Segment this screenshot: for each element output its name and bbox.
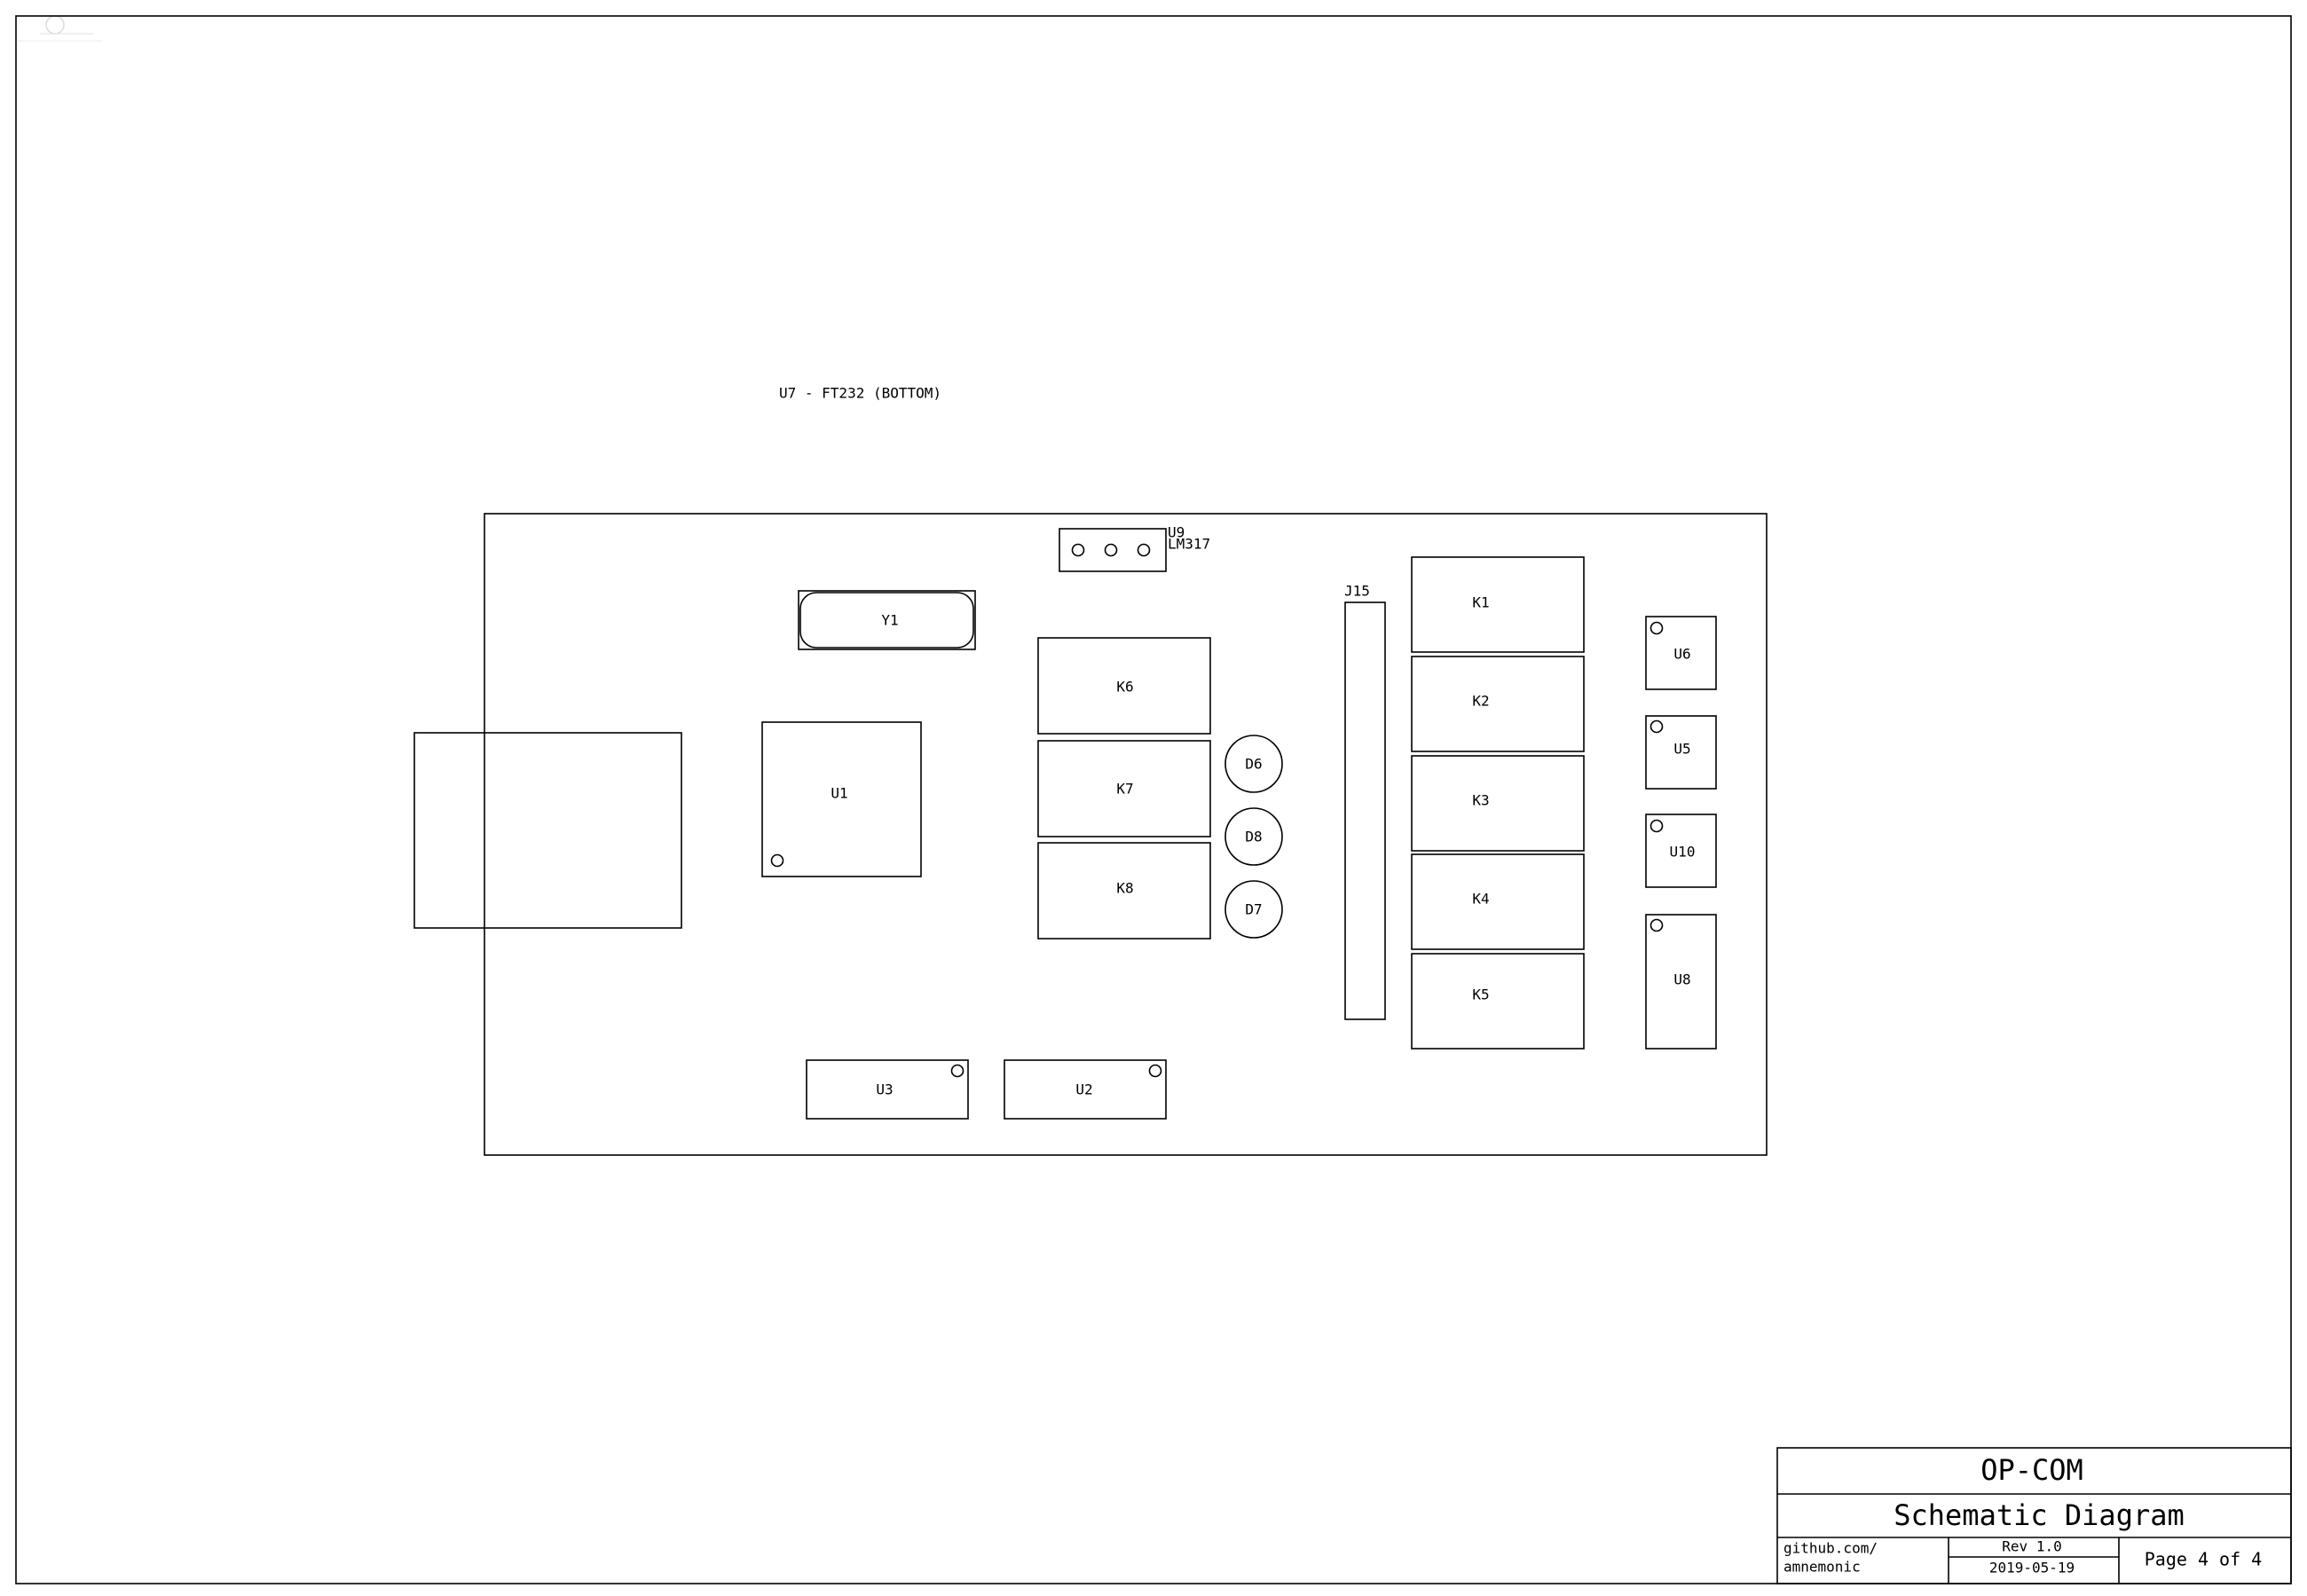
k7-label: K7 [1116,781,1133,798]
date: 2019-05-19 [1989,1560,2075,1576]
u8-label: U8 [1673,971,1690,988]
y1-label: Y1 [881,612,898,629]
u6-pin1-marker [1650,621,1664,635]
u3-chip: U3 [806,1059,969,1120]
k3-body [1411,755,1585,852]
k4-label: K4 [1472,891,1489,908]
d7-label: D7 [1245,901,1262,918]
u1-chip: U1 [761,721,922,877]
u10-body [1645,814,1717,888]
u8-body [1645,914,1717,1050]
k8-label: K8 [1116,880,1133,897]
j15-header: J15 [1344,583,1386,1020]
u5-pin1-marker [1650,719,1664,734]
author-line-1: github.com/ [1783,1540,1878,1557]
u1-pin1-marker [770,853,784,868]
u2-pin1-marker [1148,1064,1162,1078]
u9-pin-3 [1137,543,1151,557]
k5-body [1411,953,1585,1050]
k7-relay: K7 [1037,740,1211,837]
u5-chip: U5 [1645,715,1717,790]
d7-led: D7 [1224,880,1283,939]
title-block: OP-COM Schematic Diagram github.com/ amn… [1776,1447,2292,1584]
k3-relay: K3 [1411,755,1585,852]
watermark-logo [18,15,102,42]
drawing-title: Schematic Diagram [1894,1498,2185,1532]
d6-led: D6 [1224,735,1283,793]
u1-label: U1 [831,785,847,802]
u9-body [1059,528,1167,572]
usb-connector-outline [413,732,682,929]
d7-body [1224,880,1283,939]
u6-body [1645,616,1717,690]
u9-part-label: LM317 [1168,536,1210,553]
k4-relay: K4 [1411,853,1585,950]
u3-pin1-marker [950,1064,965,1078]
y1-body [799,592,974,649]
page-number: Page 4 of 4 [2145,1549,2262,1570]
u2-body [1004,1059,1167,1120]
u10-label: U10 [1670,844,1696,861]
d8-body [1224,807,1283,866]
u3-label: U3 [876,1081,893,1098]
k1-body [1411,556,1585,653]
u5-body [1645,715,1717,790]
j15-body [1344,601,1386,1020]
k3-label: K3 [1472,792,1489,809]
k2-label: K2 [1472,693,1489,710]
d8-led: D8 [1224,807,1283,866]
d8-label: D8 [1245,829,1262,845]
u8-pin1-marker [1650,918,1664,932]
u9-label: U9 [1168,524,1185,541]
pcb-outline [484,513,1768,1156]
u9-pin-1 [1071,543,1085,557]
k1-relay: K1 [1411,556,1585,653]
u9-regulator: U9 LM317 [1059,524,1210,572]
u10-pin1-marker [1650,819,1664,833]
title-block-frame [1776,1447,2292,1584]
u3-body [806,1059,969,1120]
u5-label: U5 [1673,741,1690,758]
k6-label: K6 [1116,679,1133,696]
k1-label: K1 [1472,594,1489,611]
k4-body [1411,853,1585,950]
u6-chip: U6 [1645,616,1717,690]
revision: Rev 1.0 [2002,1538,2061,1555]
project-name: OP-COM [1980,1453,2083,1487]
u10-chip: U10 [1645,814,1717,888]
author-line-2: amnemonic [1783,1559,1861,1576]
board-caption: U7 - FT232 (BOTTOM) [779,385,941,402]
d6-body [1224,735,1283,793]
u8-chip: U8 [1645,914,1717,1050]
k5-label: K5 [1472,987,1489,1003]
u2-label: U2 [1075,1081,1092,1098]
k7-body [1037,740,1211,837]
u6-label: U6 [1673,646,1690,663]
k8-body [1037,842,1211,940]
k6-body [1037,637,1211,735]
y1-outline [798,590,976,650]
y1-crystal: Y1 [798,590,976,650]
k5-relay: K5 [1411,953,1585,1050]
k2-relay: K2 [1411,656,1585,752]
j15-label: J15 [1344,583,1370,600]
u2-chip: U2 [1004,1059,1167,1120]
sheet-border [15,15,2292,1584]
k6-relay: K6 [1037,637,1211,735]
u9-pin-2 [1104,543,1118,557]
d6-label: D6 [1245,756,1262,773]
k8-relay: K8 [1037,842,1211,940]
k2-body [1411,656,1585,752]
u1-body [761,721,922,877]
